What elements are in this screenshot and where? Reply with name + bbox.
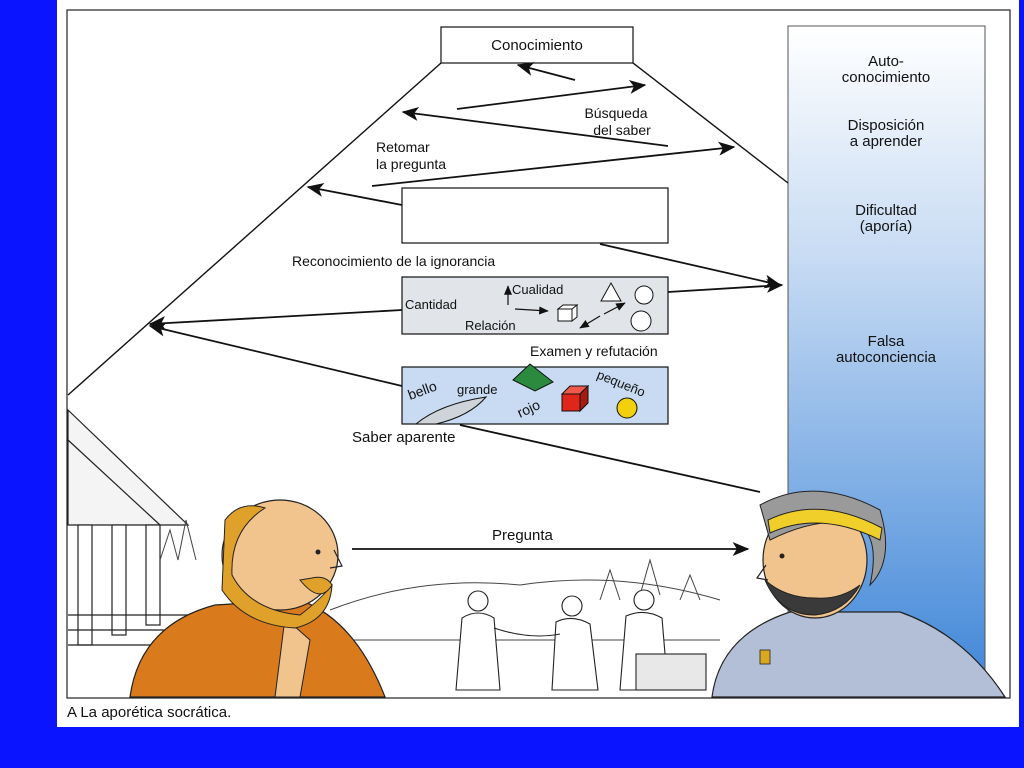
scale-falsa-2: autoconciencia xyxy=(836,349,937,366)
scale-disposicion-2: a aprender xyxy=(850,133,923,150)
retomar-label-2: la pregunta xyxy=(376,156,446,172)
pregunta-label: Pregunta xyxy=(492,527,554,544)
word-grande: grande xyxy=(457,382,497,397)
scale-falsa-1: Falsa xyxy=(868,333,905,350)
conocimiento-label: Conocimiento xyxy=(491,37,583,54)
student-figure-icon xyxy=(711,490,1007,698)
pyramid-right-edge xyxy=(632,62,789,184)
figure-frame xyxy=(66,9,1011,699)
scale-auto-1: Auto- xyxy=(868,53,904,70)
cube-outline-icon xyxy=(557,308,573,322)
examen-label: Examen y refutación xyxy=(530,343,658,359)
empty-box xyxy=(401,187,669,244)
retomar-label-1: Retomar xyxy=(376,139,430,155)
arrow-busqueda-up xyxy=(456,80,647,110)
arrow-to-conocimiento xyxy=(516,62,576,81)
scale-labels: Auto- conocimiento Disposición a aprende… xyxy=(836,53,937,366)
busqueda-label-2: del saber xyxy=(593,122,651,138)
line-saber-to-student xyxy=(459,424,761,493)
saber-aparente-label: Saber aparente xyxy=(352,429,455,446)
cube-outline-top-icon xyxy=(556,303,579,323)
figure-caption: A La aporética socrática. xyxy=(67,704,232,721)
mini-arrow-diag-a xyxy=(579,315,601,329)
categorias-shapes xyxy=(556,281,654,332)
scale-disposicion-1: Disposición xyxy=(848,117,925,134)
categorias-mini-arrows xyxy=(504,285,626,329)
scale-dificultad-1: Dificultad xyxy=(855,202,917,219)
crowd-scene-icon xyxy=(455,589,707,691)
leaf-shape-icon xyxy=(414,396,488,425)
circle-outline-2-icon xyxy=(630,310,652,332)
reconocimiento-label: Reconocimiento de la ignorancia xyxy=(292,253,495,269)
pyramid-left-edge xyxy=(67,62,442,396)
arrow-examen-right xyxy=(667,278,784,293)
circle-outline-icon xyxy=(634,285,654,305)
scale-dificultad-2: (aporía) xyxy=(860,218,913,235)
mini-arrow-diag-b xyxy=(603,302,626,315)
arrow-saber-left xyxy=(148,322,403,387)
cone-outline-icon xyxy=(600,281,622,302)
arrow-busqueda-left xyxy=(401,107,669,147)
arrow-reconocimiento-right xyxy=(599,243,782,289)
arrows-group xyxy=(148,62,784,556)
green-cone-icon xyxy=(512,363,554,392)
arrow-retomar-right xyxy=(371,141,736,187)
cantidad-label: Cantidad xyxy=(405,297,457,312)
conocimiento-box xyxy=(440,26,634,64)
greek-temple-icon xyxy=(67,408,215,646)
cualidad-label: Cualidad xyxy=(512,282,563,297)
scale-auto-2: conocimiento xyxy=(842,69,930,86)
relacion-label: Relación xyxy=(465,318,516,333)
arrow-retomar-left xyxy=(306,183,403,206)
red-cube-icon xyxy=(560,384,590,413)
yellow-circle-icon xyxy=(616,397,638,419)
mini-arrow-right xyxy=(514,306,549,315)
socrates-figure-icon xyxy=(129,499,386,698)
arrow-examen-left xyxy=(148,309,403,331)
busqueda-label-1: Búsqueda xyxy=(584,105,647,121)
